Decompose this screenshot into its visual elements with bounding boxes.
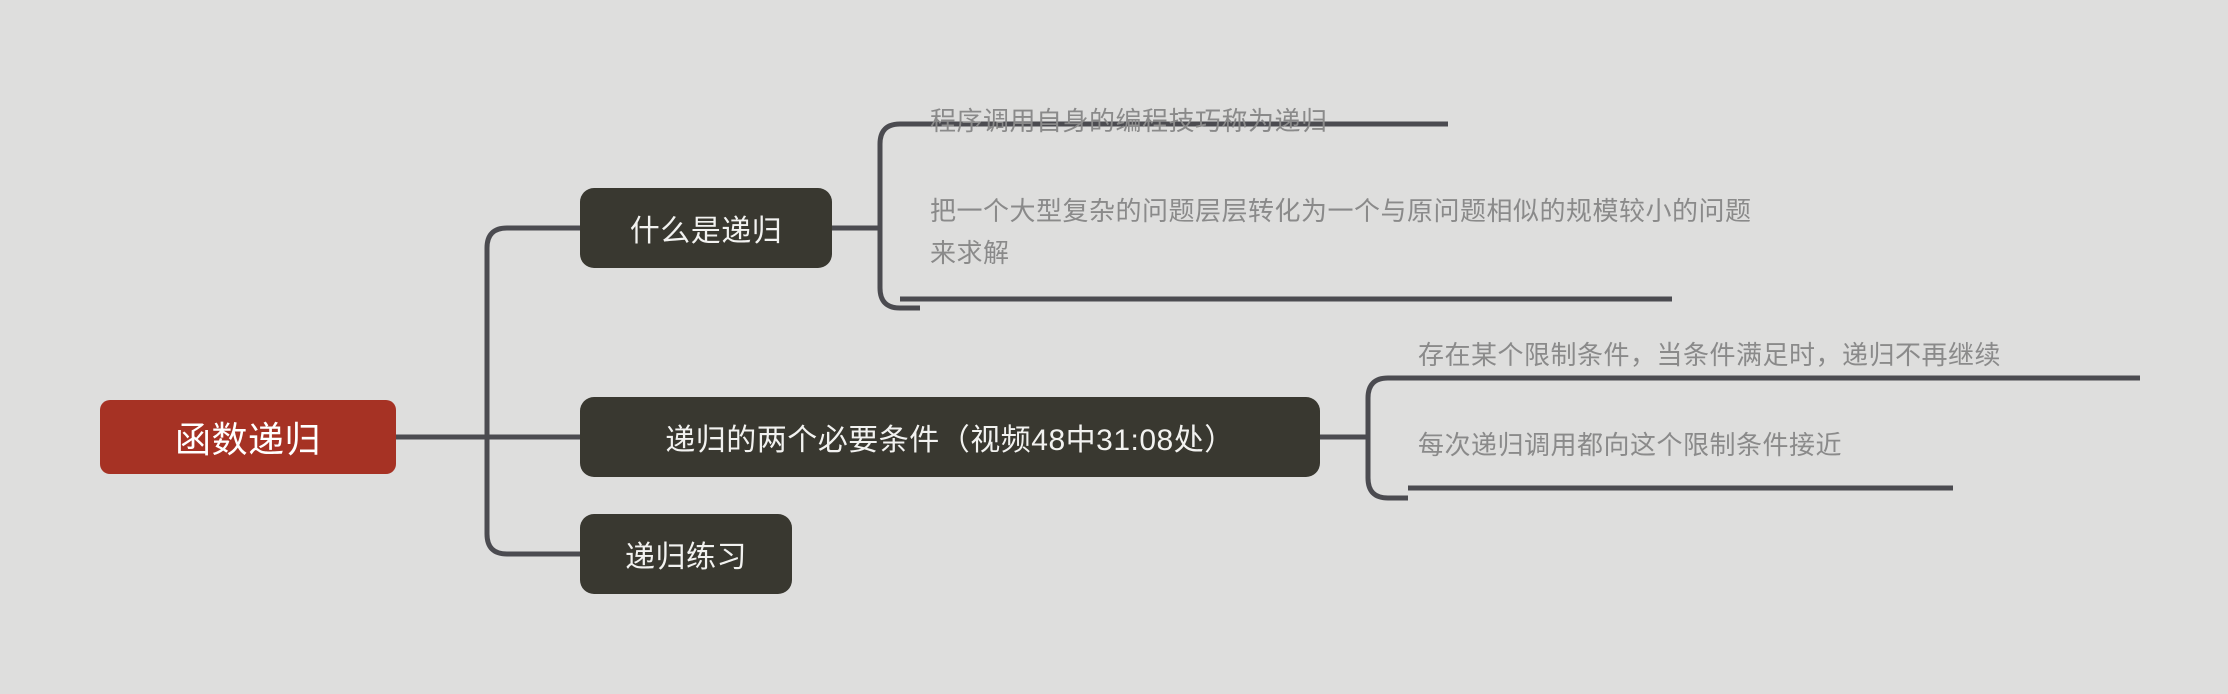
- connector-root-to-branch-1: [484, 225, 580, 437]
- leaf-what-is-recursion-2: 把一个大型复杂的问题层层转化为一个与原问题相似的规模较小的问题 来求解: [930, 196, 1752, 268]
- connector-root-to-branch-3: [484, 437, 580, 557]
- branch-node-what-is-recursion[interactable]: 什么是递归: [580, 188, 832, 268]
- branch-node-recursion-practice[interactable]: 递归练习: [580, 514, 792, 594]
- branch-node-label: 什么是递归: [629, 215, 783, 248]
- leaf-two-conditions-2: 每次递归调用都向这个限制条件接近: [1418, 430, 1843, 460]
- leaf-what-is-recursion-1: 程序调用自身的编程技巧称为递归: [930, 106, 1328, 136]
- connector-branch-1-bracket: [877, 121, 920, 311]
- branch-node-label: 递归练习: [625, 541, 747, 574]
- branch-node-label: 递归的两个必要条件（视频48中31:08处）: [665, 424, 1235, 457]
- connector-branch-2-bracket: [1365, 375, 1408, 501]
- branch-node-two-conditions[interactable]: 递归的两个必要条件（视频48中31:08处）: [580, 397, 1320, 477]
- leaf-two-conditions-1: 存在某个限制条件，当条件满足时，递归不再继续: [1418, 340, 2002, 370]
- root-node[interactable]: 函数递归: [100, 400, 396, 474]
- root-node-label: 函数递归: [174, 419, 321, 460]
